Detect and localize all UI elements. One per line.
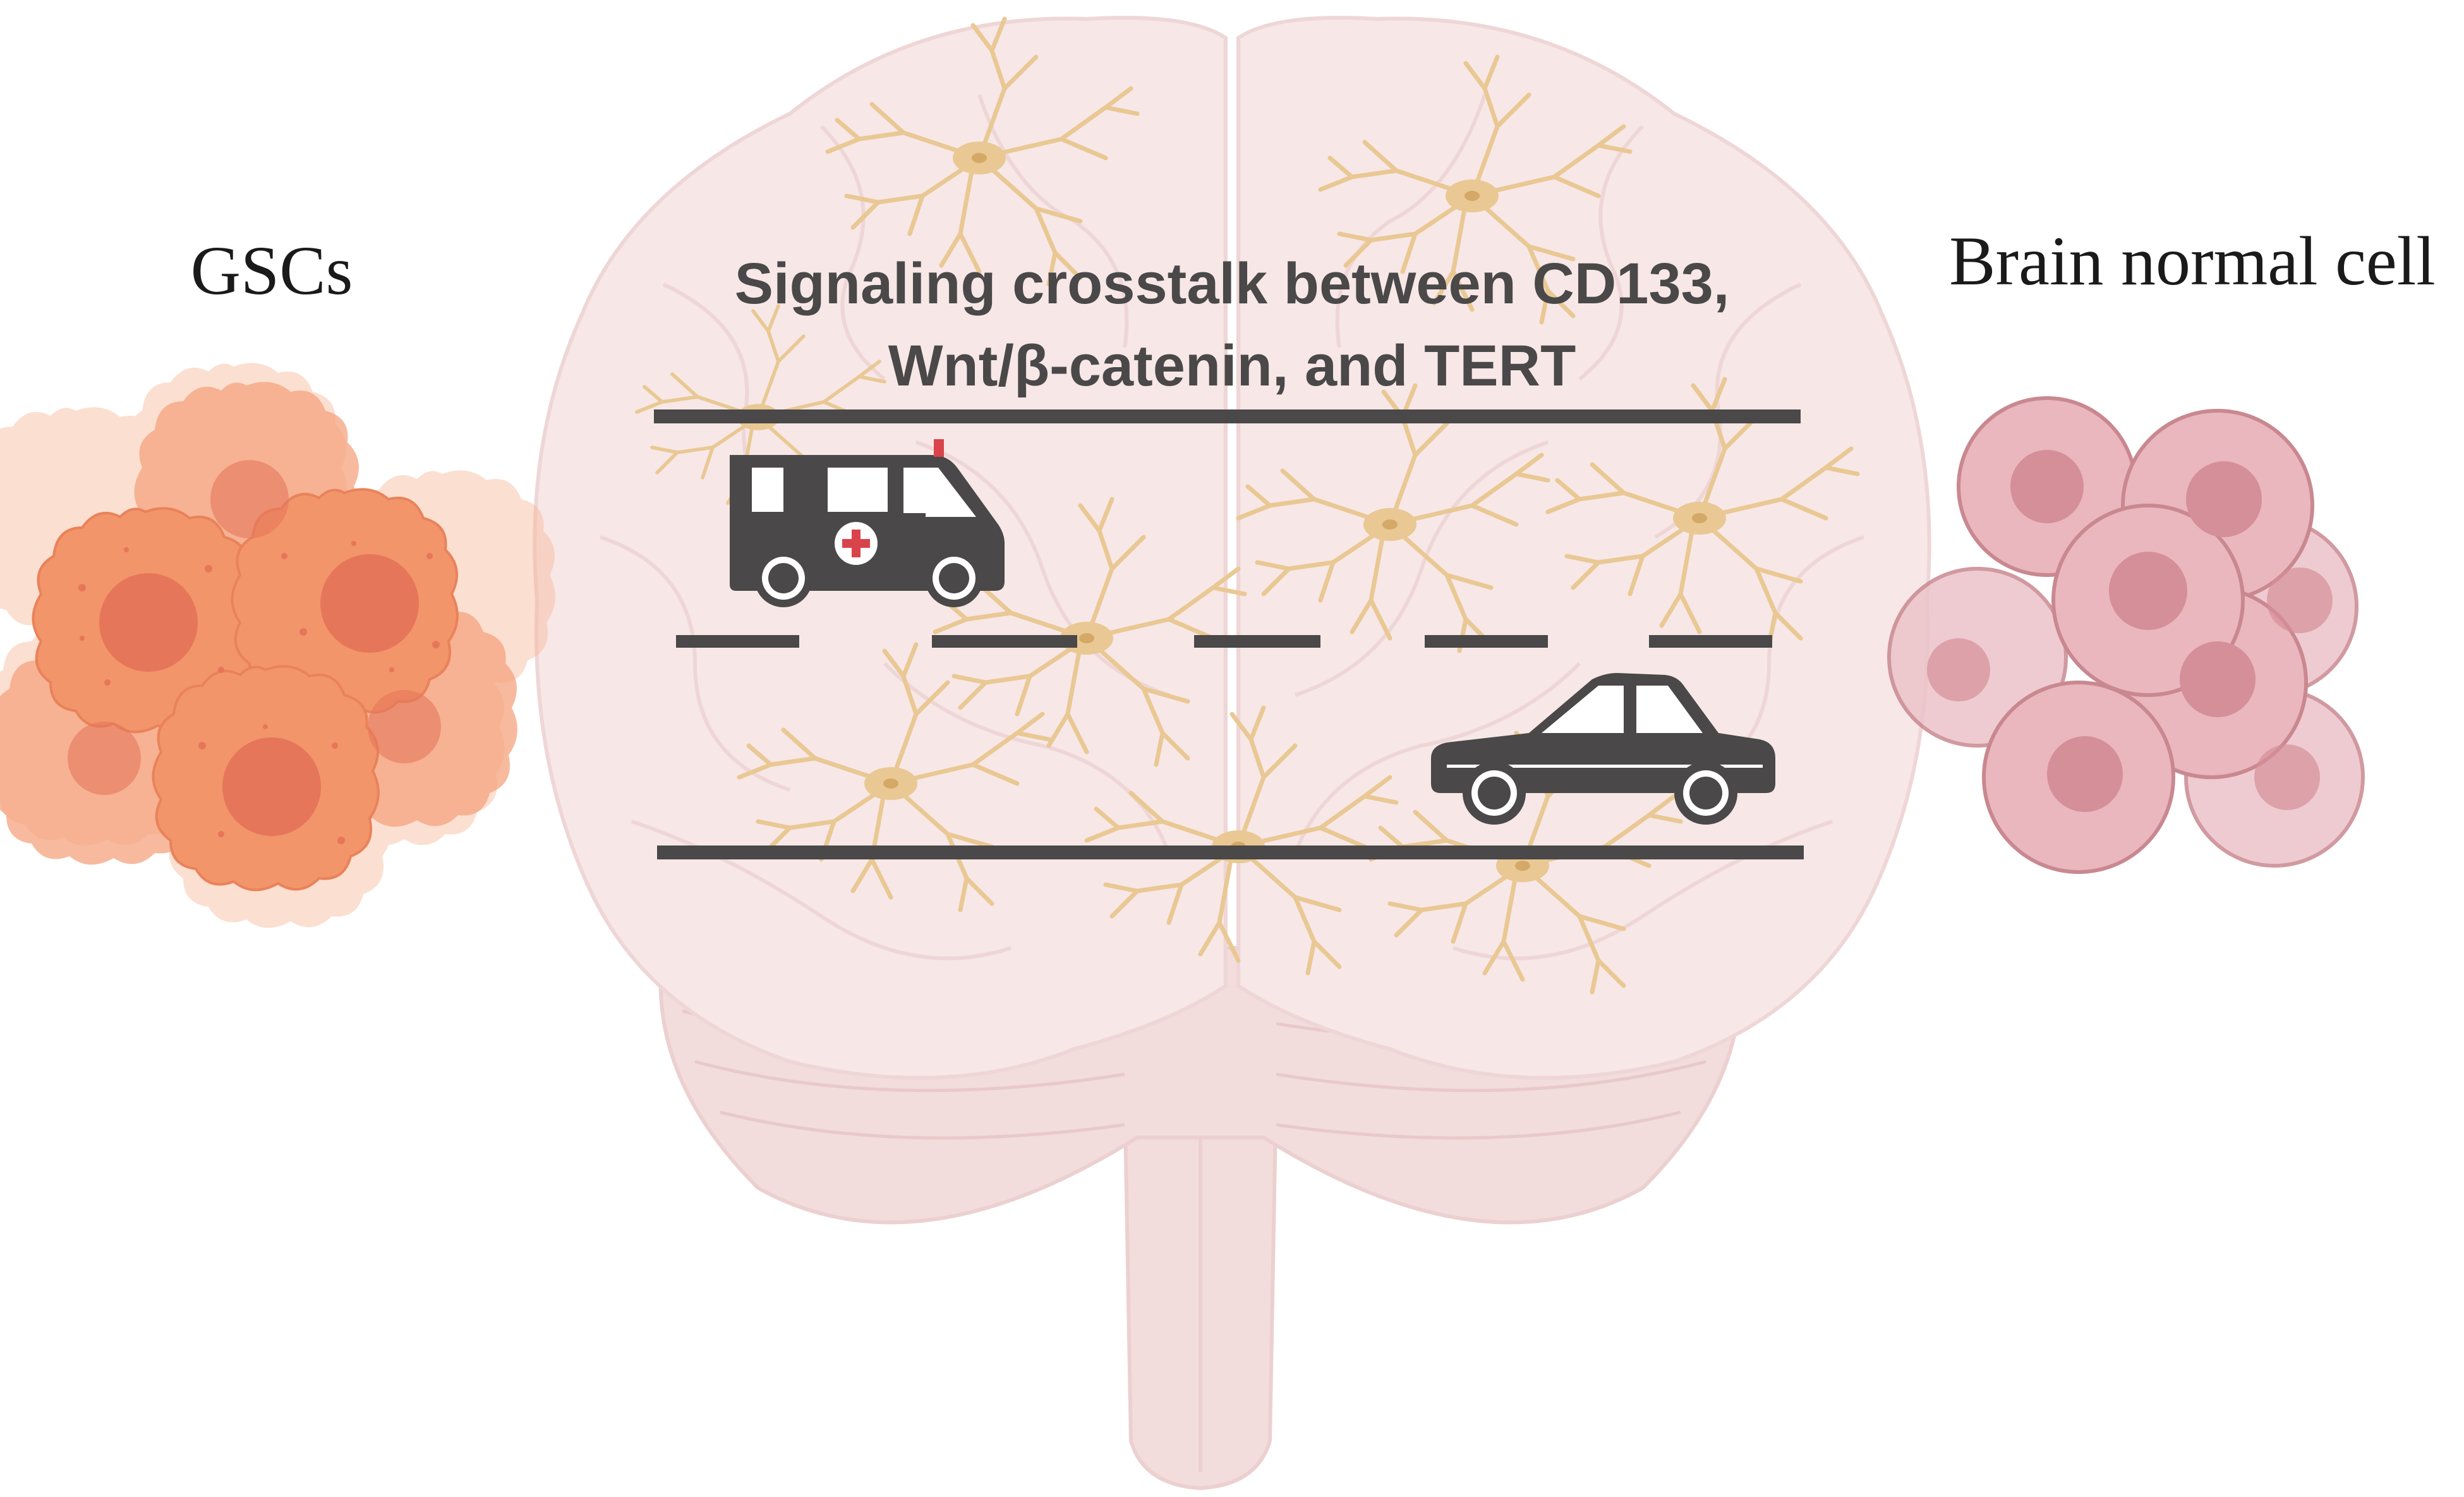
gsc-label: GSCs — [191, 232, 353, 309]
normal-cell-label: Brain normal cell — [1949, 222, 2436, 300]
diagram-title-line2: Wnt/β-catenin, and TERT — [888, 334, 1576, 398]
road-center-dashes — [676, 635, 1772, 648]
road-top-edge — [654, 409, 1801, 423]
road — [654, 409, 1804, 859]
ambulance-icon — [730, 439, 1005, 607]
diagram-title-line1: Signaling crosstalk between CD133, — [735, 252, 1730, 316]
car-icon — [1431, 673, 1775, 825]
road-bottom-edge — [657, 845, 1804, 859]
cancer-stem-cell-cluster-icon — [0, 363, 555, 928]
normal-cell-cluster-icon — [1887, 396, 2365, 874]
